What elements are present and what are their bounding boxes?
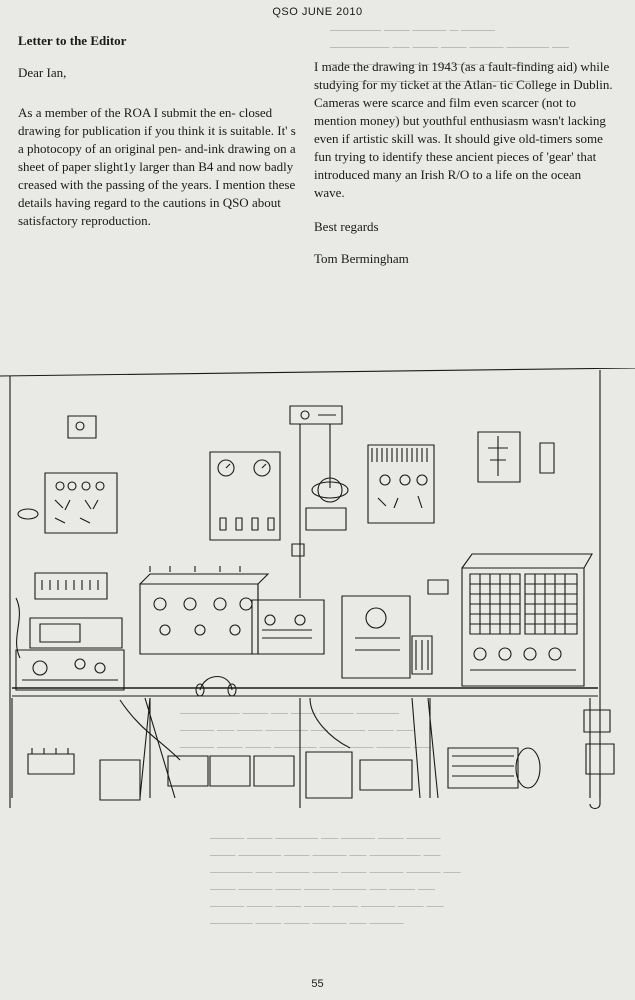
running-header: QSO JUNE 2010 (272, 6, 363, 18)
letter-heading: Letter to the Editor (18, 33, 127, 48)
show-through-text-2: ─────── ─── ── ─── ──── ───────── ── ───… (180, 706, 431, 754)
letter-paragraph-2: I made the drawing in 1943 (as a fault-f… (314, 59, 613, 200)
letter-right-column: I made the drawing in 1943 (as a fault-f… (314, 58, 614, 268)
show-through-text-3: ──── ─── ───── ── ──── ─── ─────── ─────… (210, 831, 461, 930)
signature: Tom Bermingham (314, 251, 409, 266)
letter-paragraph-1: As a member of the ROA I submit the en- … (18, 105, 296, 228)
letter-left-column: Letter to the Editor Dear Ian, As a memb… (18, 32, 303, 246)
show-through-text: ────── ─── ──── ─ ─────────── ── ─── ───… (330, 23, 570, 88)
page-number: 55 (311, 978, 324, 990)
salutation: Dear Ian, (18, 65, 67, 80)
radio-room-drawing (0, 368, 635, 828)
closing: Best regards (314, 219, 379, 234)
